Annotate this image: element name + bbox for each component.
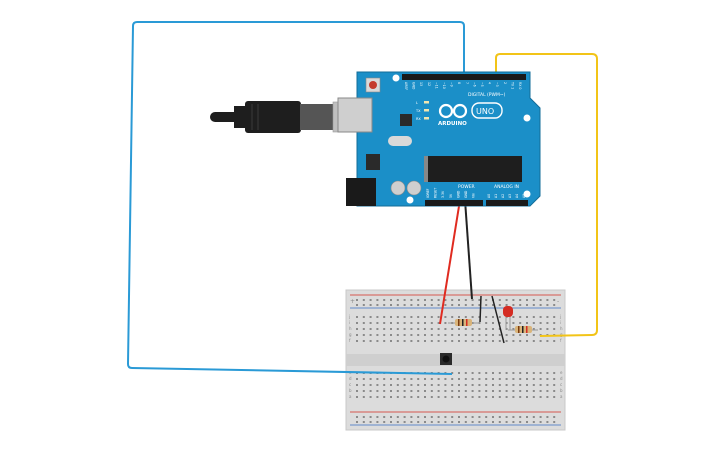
- capacitor-1: [390, 180, 406, 196]
- row-label-left: f: [349, 338, 351, 343]
- digital-pin-label: TX 1: [510, 81, 514, 89]
- row-label-right: c: [560, 382, 562, 387]
- digital-pin-label: ~6: [472, 82, 476, 87]
- digital-header-label: DIGITAL (PWM~): [468, 92, 506, 98]
- resistor-1[interactable]: [448, 319, 478, 326]
- led-label: TX: [415, 109, 421, 113]
- digital-pin-label: ~10: [442, 82, 446, 89]
- wires[interactable]: [126, 21, 598, 375]
- row-label-right: b: [560, 388, 563, 393]
- usb-cable[interactable]: [210, 101, 358, 133]
- digital-pin-label: AREF: [404, 82, 408, 90]
- pushbutton[interactable]: [440, 353, 452, 365]
- digital-pin-label: ~3: [495, 82, 499, 87]
- analog-pin-label: A3: [508, 194, 512, 198]
- capacitor-2: [406, 180, 422, 196]
- board-led: [424, 101, 429, 104]
- arduino-uno-board[interactable]: ARDUINO UNO DIGITAL (PWM~) POWER ANALOG …: [337, 71, 541, 207]
- power-pin-label: RESET: [434, 188, 438, 198]
- wire-black-short-1[interactable]: [491, 295, 505, 344]
- digital-pin-label: 12: [427, 82, 431, 86]
- arduino-logo: [438, 102, 503, 119]
- row-label-right: f: [560, 338, 562, 343]
- analog-pin-label: A0: [487, 194, 491, 198]
- power-header[interactable]: [425, 200, 483, 206]
- wire-yellow[interactable]: [495, 53, 598, 337]
- row-label-right: d: [560, 376, 563, 381]
- analog-header[interactable]: [486, 200, 528, 206]
- row-label-right: h: [560, 326, 563, 331]
- led-label: RX: [416, 117, 421, 121]
- microcontroller-chip: [428, 156, 522, 182]
- regulator: [366, 154, 380, 170]
- board-led: [424, 117, 429, 120]
- analog-pin-label: A5: [522, 194, 526, 198]
- power-pin-label: IOREF: [426, 188, 430, 198]
- wire-black[interactable]: [464, 199, 473, 300]
- analog-pin-label: A4: [515, 194, 519, 198]
- row-label-right: a: [560, 394, 563, 399]
- digital-pin-label: ~5: [480, 82, 484, 87]
- row-label-left: a: [349, 394, 352, 399]
- board-brand: ARDUINO: [438, 121, 467, 127]
- digital-pin-label: RX 0: [518, 82, 522, 89]
- power-pin-label: Vin: [472, 193, 476, 198]
- analog-pin-label: A1: [494, 194, 498, 198]
- digital-pin-label: 8: [457, 82, 461, 84]
- breadboard-holes[interactable]: [356, 299, 556, 423]
- rail-minus-label: -: [557, 298, 559, 305]
- analog-header-label: ANALOG IN: [494, 184, 519, 190]
- digital-pin-label: 7: [465, 82, 469, 84]
- row-label-left: d: [349, 376, 352, 381]
- digital-pin-label: 2: [503, 82, 507, 84]
- usb-port: [337, 97, 373, 133]
- small-chip: [400, 114, 412, 126]
- row-label-right: g: [560, 332, 563, 337]
- board-led-labels: L TX RX: [415, 101, 429, 121]
- digital-pin-label: 13: [419, 82, 423, 86]
- wire-black-short-2[interactable]: [479, 295, 482, 323]
- analog-pin-label: A2: [501, 194, 505, 198]
- row-label-left: c: [349, 382, 351, 387]
- board-led: [424, 109, 429, 112]
- led-label: L: [416, 101, 418, 105]
- digital-pin-label: ~9: [450, 82, 454, 87]
- row-label-left: b: [349, 388, 352, 393]
- power-pin-label: 3.3V: [441, 190, 445, 198]
- digital-pin-label: 4: [488, 82, 492, 84]
- board-model: UNO: [476, 107, 494, 116]
- digital-pin-label: ~11: [434, 82, 438, 89]
- row-label-right: i: [560, 320, 561, 325]
- power-pin-label: GND: [456, 190, 460, 198]
- row-label-right: j: [559, 314, 561, 319]
- digital-header[interactable]: [402, 74, 526, 80]
- row-label-left: g: [349, 332, 352, 337]
- wire-red[interactable]: [439, 199, 461, 325]
- row-label-right: e: [560, 370, 563, 375]
- row-label-left: h: [349, 326, 352, 331]
- wire-blue[interactable]: [126, 21, 465, 375]
- resistor-2[interactable]: [508, 326, 538, 333]
- power-jack: [346, 178, 376, 206]
- digital-pin-label: GND: [412, 82, 416, 90]
- crystal: [388, 136, 412, 146]
- rail-plus-label: +: [350, 298, 355, 305]
- power-pin-label: GND: [464, 190, 468, 198]
- power-pin-label: 5V: [449, 193, 453, 198]
- power-header-label: POWER: [458, 184, 475, 190]
- red-led[interactable]: [503, 306, 513, 330]
- row-label-left: i: [349, 320, 350, 325]
- row-label-left: j: [348, 314, 350, 319]
